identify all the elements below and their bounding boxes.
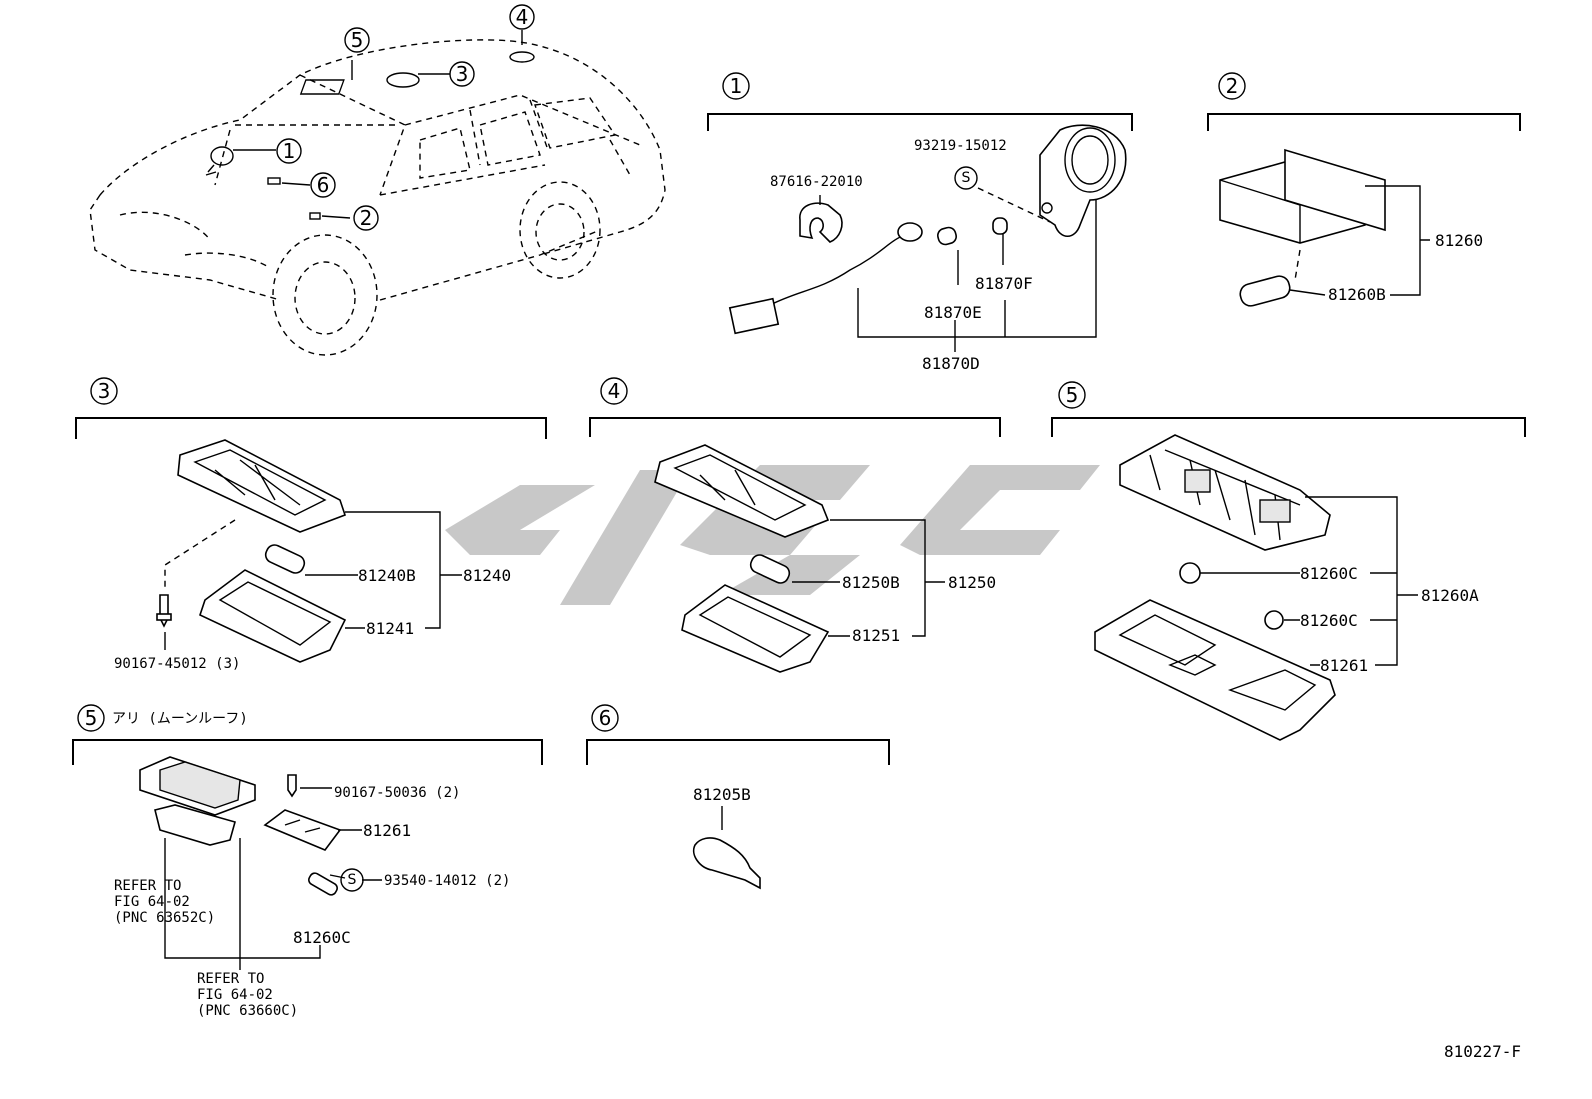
overview-callout-2: 2 [353,205,379,231]
moonroof-lamp-bracket [154,804,236,846]
svg-text:3: 3 [456,62,469,86]
refer-note-2-line-3: (PNC 63660C) [197,1003,298,1019]
section-5-number: 5 [1066,383,1079,407]
bulb-81250B [749,554,791,584]
socket [897,222,923,242]
bulb-81205B [693,837,761,890]
car-overview [89,30,666,356]
section-3-number: 3 [98,379,111,403]
part-81870F: 81870F [975,274,1033,293]
section-6: 6 [586,704,890,890]
section-5-moonroof: 5 [72,704,543,970]
lens-81241 [199,569,347,663]
part-81250B: 81250B [842,573,900,592]
svg-text:4: 4 [516,5,529,29]
part-81870E: 81870E [924,303,982,322]
part-81261-moonroof: 81261 [363,821,411,840]
part-81260C-a: 81260C [1300,564,1358,583]
section-5b-number: 5 [85,706,98,730]
cargo-lamp-base [654,444,830,538]
special-part-marker-2: S [340,868,364,892]
bulb-81260C-1 [1179,562,1201,584]
part-81250: 81250 [948,573,996,592]
bulb-81240B [264,544,306,574]
part-81240B: 81240B [358,566,416,585]
socket-clip [799,202,843,243]
part-93219-15012: 93219-15012 [914,138,1007,154]
connector [728,297,780,335]
part-90167-45012: 90167-45012 (3) [114,656,240,672]
part-87616-22010: 87616-22010 [770,174,863,190]
bulb-81260B [1239,275,1291,307]
lamp-housing [1039,124,1127,238]
section-3: 3 [75,377,547,663]
part-81251: 81251 [852,626,900,645]
map-lamp-lens [1094,599,1336,741]
bulb-81870F [992,217,1008,235]
dome-lamp-base [177,439,347,533]
part-81205B: 81205B [693,785,751,804]
refer-note-2-line-2: FIG 64-02 [197,987,273,1003]
section-5: 5 [1051,381,1526,741]
section-1: 1 [707,72,1133,352]
overview-callout-1: 1 [276,138,302,164]
part-90167-50036: 90167-50036 (2) [334,785,460,801]
overview-callout-6: 6 [310,172,336,198]
watermark-logo [445,465,1100,605]
section-1-badge [722,72,750,100]
svg-text:2: 2 [360,206,373,230]
door-lamp-flange [1284,148,1386,232]
svg-text:6: 6 [317,173,330,197]
bulb-81260C-moonroof [308,872,338,896]
screw [159,594,169,628]
part-81241: 81241 [366,619,414,638]
part-81240: 81240 [463,566,511,585]
section-4-number: 4 [608,379,621,403]
overview-callout-4: 4 [509,4,535,30]
svg-text:5: 5 [351,28,364,52]
svg-text:S: S [962,170,971,186]
svg-text:S: S [348,872,357,888]
overview-callout-5: 5 [344,27,370,53]
refer-note-1-line-2: FIG 64-02 [114,894,190,910]
section-4: 4 [589,377,1001,673]
moonroof-title: アリ (ムーンルーフ) [112,711,248,727]
part-81260C-b: 81260C [1300,611,1358,630]
screw-moonroof [287,774,297,798]
section-6-number: 6 [599,706,612,730]
overview-callout-3: 3 [449,61,475,87]
lens-81261-moonroof [263,809,342,851]
section-1-number: 1 [730,74,743,98]
part-81260A: 81260A [1421,586,1479,605]
svg-text:1: 1 [283,139,296,163]
section-2: 2 [1207,72,1521,307]
refer-note-1-line-1: REFER TO [114,878,181,894]
part-81260B: 81260B [1328,285,1386,304]
refer-note-2-line-1: REFER TO [197,971,264,987]
refer-note-1-line-3: (PNC 63652C) [114,910,215,926]
map-lamp-assembly [1119,434,1331,551]
part-81870D: 81870D [922,354,980,373]
part-81260: 81260 [1435,231,1483,250]
section-2-number: 2 [1226,74,1239,98]
part-81261: 81261 [1320,656,1368,675]
lens-81251 [681,584,830,673]
bulb-81260C-2 [1264,610,1284,630]
figure-code: 810227-F [1444,1042,1521,1061]
bulb-81870E [937,226,957,246]
special-part-marker: S [954,166,978,190]
part-93540-14012: 93540-14012 (2) [384,873,510,889]
part-81260C-moonroof: 81260C [293,928,351,947]
